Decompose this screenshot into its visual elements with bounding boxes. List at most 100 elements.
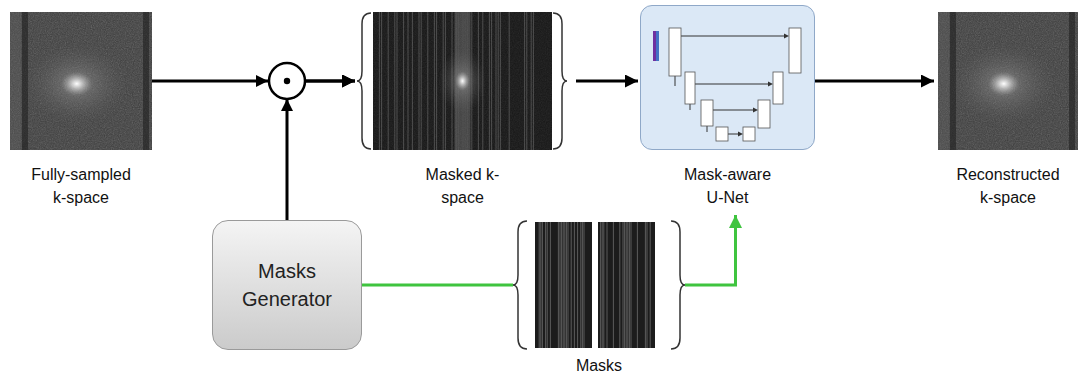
mask-line [540,222,541,348]
kspace-noise [10,12,152,150]
node-caption: Fully-sampled k-space [25,163,137,209]
mask-line [550,222,551,348]
mask-line [580,222,581,348]
mask-line [624,222,625,348]
arrow-head [784,34,789,39]
node-caption: Mask-aware U-Net [678,163,778,209]
mask-line [558,222,559,348]
bracket [553,13,567,149]
mask-line [577,222,578,348]
kspace-noise [938,12,1078,150]
kspace-background [10,12,152,150]
mask-line [600,222,601,348]
arrow-head [768,82,773,87]
operator-dot [284,78,290,84]
skip-connection [713,110,756,111]
masked-kspace-background [373,12,552,150]
pool-connection [707,126,708,132]
mask-line [560,222,561,348]
mask-line [584,222,585,348]
layer-block [789,28,801,73]
arrow-head [753,108,758,113]
node-picture [513,220,685,350]
arrow-head [281,99,293,111]
mask-line [571,222,572,348]
node-caption: Masked k-space [417,163,509,209]
mask-line [582,222,583,348]
arrow-head [256,75,268,87]
layer-block [773,72,783,104]
mask-images-node: Masks [513,220,685,377]
node-illustration [357,12,568,150]
mask-line [626,222,627,348]
mask-line [574,222,575,348]
layer-block [716,127,728,141]
kspace-band [143,12,149,150]
flow-arrow [362,284,513,287]
mask-line [542,222,543,348]
flow-arrow [685,215,736,285]
mask-line [545,222,546,348]
kspace-noise [373,12,552,150]
mask-line [631,222,632,348]
node-picture [640,5,815,150]
mask-line [619,222,620,348]
skip-connection [695,84,771,85]
kspace-image-node: Fully-sampled k-space [10,12,152,209]
multiply-operator [269,63,305,99]
process-box: Masks Generator [212,220,362,350]
mask-line [568,222,569,348]
mask-line [547,222,548,348]
kspace-image-node: Reconstructed k-space [938,12,1078,209]
node-picture [357,12,568,150]
bracket [671,221,685,349]
unet-node: Mask-aware U-Net [640,5,815,209]
pool-connection [675,76,676,86]
channel-bar [656,31,659,61]
mask-line [603,222,604,348]
kspace-center [25,44,129,124]
skip-connection [681,36,787,37]
mask-line [602,222,603,348]
layer-block [701,100,713,126]
node-picture [10,12,152,150]
node-illustration [10,12,152,150]
pool-connection [690,104,691,110]
node-illustration [938,12,1078,150]
node-caption: Masks [559,354,639,377]
kspace-center [952,44,1056,124]
bracket [513,221,527,349]
mask-background [535,222,592,348]
mask-line [627,222,628,348]
mask-line [607,222,608,348]
mask-line [623,222,624,348]
node-caption: Reconstructed k-space [949,163,1067,209]
arrow-head [738,132,743,137]
flow-arrow [287,81,355,220]
flow-arrow [576,80,638,83]
bracket [357,13,371,149]
node-illustration [641,6,814,149]
mask-line [647,222,648,348]
mask-line [637,222,638,348]
flow-arrow [815,80,934,83]
channel-bar [653,31,656,61]
layer-block [758,100,770,128]
layer-block [743,127,755,141]
layer-block [685,72,695,104]
mask-line [561,222,562,348]
mask-line [566,222,567,348]
kspace-band [938,12,949,150]
kspace-background [938,12,1078,150]
kspace-center [439,49,487,113]
mask-background [598,222,655,348]
mask-line [650,222,651,348]
layer-block [669,28,681,76]
mask-line [564,222,565,348]
mask-line [629,222,630,348]
mask-line [563,222,564,348]
mask-line [613,222,614,348]
kspace-band [1069,12,1075,150]
mask-line [645,222,646,348]
node-picture [938,12,1078,150]
